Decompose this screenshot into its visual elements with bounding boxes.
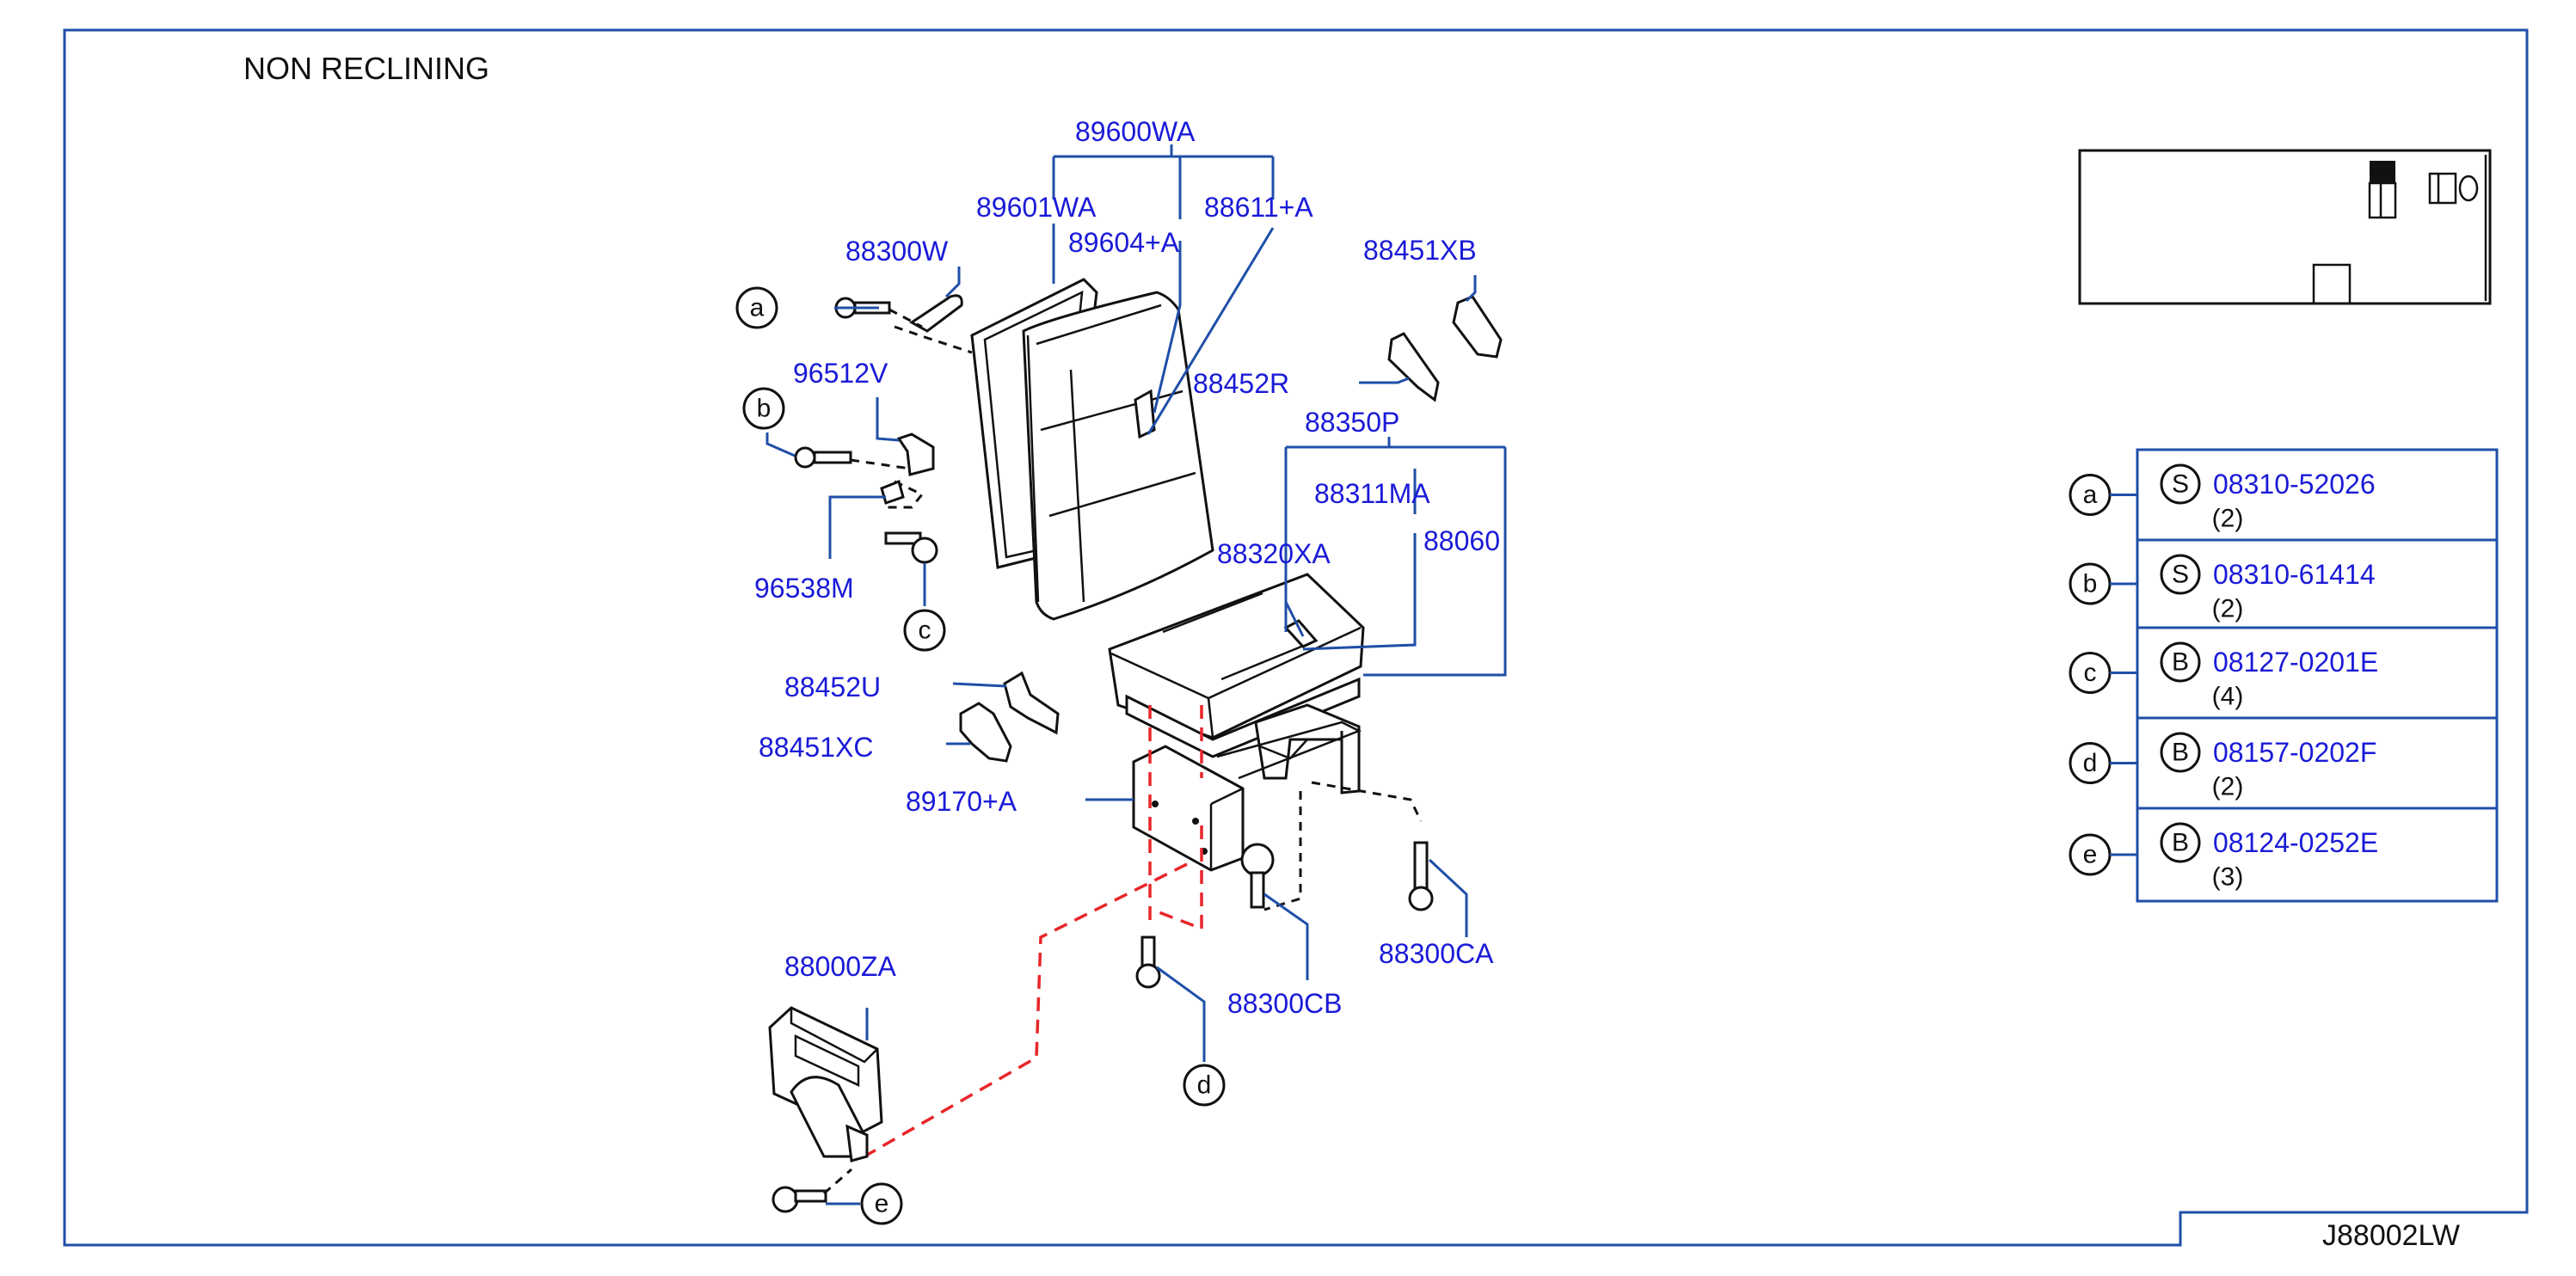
fastener-type-circle	[2160, 463, 2201, 505]
trim-bracket-part	[1003, 671, 1060, 735]
fastener-row: b S 08310-61414 (2)	[2069, 554, 2376, 623]
label-96512V: 96512V	[793, 358, 888, 389]
screw-c-icon	[884, 531, 938, 564]
fastener-type-circle	[2160, 732, 2201, 773]
fastener-row: d B 08157-0202F (2)	[2069, 732, 2376, 801]
fastener-quantity: (3)	[2212, 863, 2244, 892]
callout-d: d	[1183, 1064, 1226, 1107]
fastener-type: S	[2172, 470, 2189, 499]
side-cover-part	[1452, 295, 1503, 359]
fastener-quantity: (2)	[2212, 773, 2244, 801]
fastener-part-number: 08124-0252E	[2213, 827, 2378, 858]
vehicle-locator-inset	[2078, 149, 2492, 305]
callout-c: c	[903, 609, 946, 652]
label-89604A: 89604+A	[1068, 227, 1180, 258]
fastener-key: a	[2083, 481, 2098, 509]
fastener-key: c	[2084, 659, 2097, 687]
fastener-table	[2136, 448, 2499, 903]
fastener-type: B	[2172, 739, 2189, 767]
trim-cover-part	[959, 702, 1012, 763]
mounting-alignment-lines	[864, 705, 1203, 1158]
svg-text:d: d	[1197, 1071, 1212, 1100]
headrest-trim	[1134, 389, 1156, 439]
fastener-quantity: (2)	[2212, 595, 2244, 623]
fastener-part-number: 08310-61414	[2213, 559, 2376, 590]
strap-part	[909, 294, 963, 333]
bolt-e-icon	[772, 1186, 827, 1213]
page-title: NON RECLINING	[243, 51, 489, 86]
label-89601WA: 89601WA	[976, 192, 1097, 223]
fastener-part-number: 08127-0201E	[2213, 647, 2378, 678]
callout-a: a	[735, 286, 778, 329]
fastener-row: c B 08127-0201E (4)	[2069, 641, 2378, 711]
fastener-key: b	[2083, 570, 2098, 598]
svg-text:c: c	[919, 617, 931, 645]
label-88311MA: 88311MA	[1314, 478, 1430, 509]
seat-cushion	[1108, 573, 1365, 739]
label-96538M: 96538M	[754, 573, 854, 604]
seat-riser	[1125, 677, 1362, 794]
leader-lines	[765, 144, 1507, 1205]
label-88300CB: 88300CB	[1227, 988, 1342, 1019]
fastener-type-circle	[2160, 641, 2201, 683]
label-88320XA: 88320XA	[1217, 538, 1331, 569]
fastener-row: a S 08310-52026 (2)	[2069, 463, 2376, 533]
label-88300CA: 88300CA	[1379, 938, 1494, 969]
label-89600WA: 89600WA	[1075, 116, 1196, 147]
label-88000ZA: 88000ZA	[784, 951, 897, 982]
label-88451XC: 88451XC	[759, 732, 873, 763]
lower-seat-mount-part	[768, 1006, 883, 1163]
fastener-key: e	[2083, 841, 2098, 869]
fastener-quantity: (4)	[2212, 683, 2244, 711]
fastener-key: d	[2083, 749, 2098, 777]
label-88452R: 88452R	[1193, 368, 1289, 399]
svg-text:e: e	[875, 1190, 889, 1218]
drawing-reference: J88002LW	[2322, 1219, 2460, 1252]
side-bracket-part	[1387, 332, 1440, 402]
fastener-row: e B 08124-0252E (3)	[2069, 822, 2378, 892]
drawing-frame	[63, 28, 2529, 1247]
seatback-assembly	[1022, 291, 1214, 621]
bolt-cb-icon	[1240, 843, 1275, 909]
fastener-part-number: 08157-0202F	[2213, 737, 2376, 768]
svg-text:a: a	[750, 294, 765, 322]
svg-text:b: b	[757, 395, 772, 423]
bolt-ca-icon	[1408, 841, 1434, 911]
fastener-type: S	[2172, 561, 2189, 589]
label-88452U: 88452U	[784, 672, 881, 702]
bolt-b-icon	[794, 446, 852, 469]
fastener-type-circle	[2160, 554, 2201, 595]
label-88300W: 88300W	[845, 236, 949, 267]
fastener-quantity: (2)	[2212, 505, 2244, 533]
fastener-type: B	[2172, 829, 2189, 857]
fastener-type: B	[2172, 648, 2189, 677]
label-88611A: 88611+A	[1204, 192, 1313, 223]
label-89170A: 89170+A	[906, 786, 1017, 817]
bracket-part	[880, 479, 905, 505]
label-88451XB: 88451XB	[1363, 235, 1477, 266]
fastener-type-circle	[2160, 822, 2201, 863]
bolt-d-icon	[1135, 936, 1161, 989]
clip-part	[896, 432, 935, 476]
fastener-part-number: 08310-52026	[2213, 469, 2376, 500]
callout-e: e	[860, 1182, 903, 1225]
label-88350P: 88350P	[1305, 407, 1399, 438]
callout-b: b	[742, 387, 785, 430]
label-88060: 88060	[1423, 525, 1500, 556]
